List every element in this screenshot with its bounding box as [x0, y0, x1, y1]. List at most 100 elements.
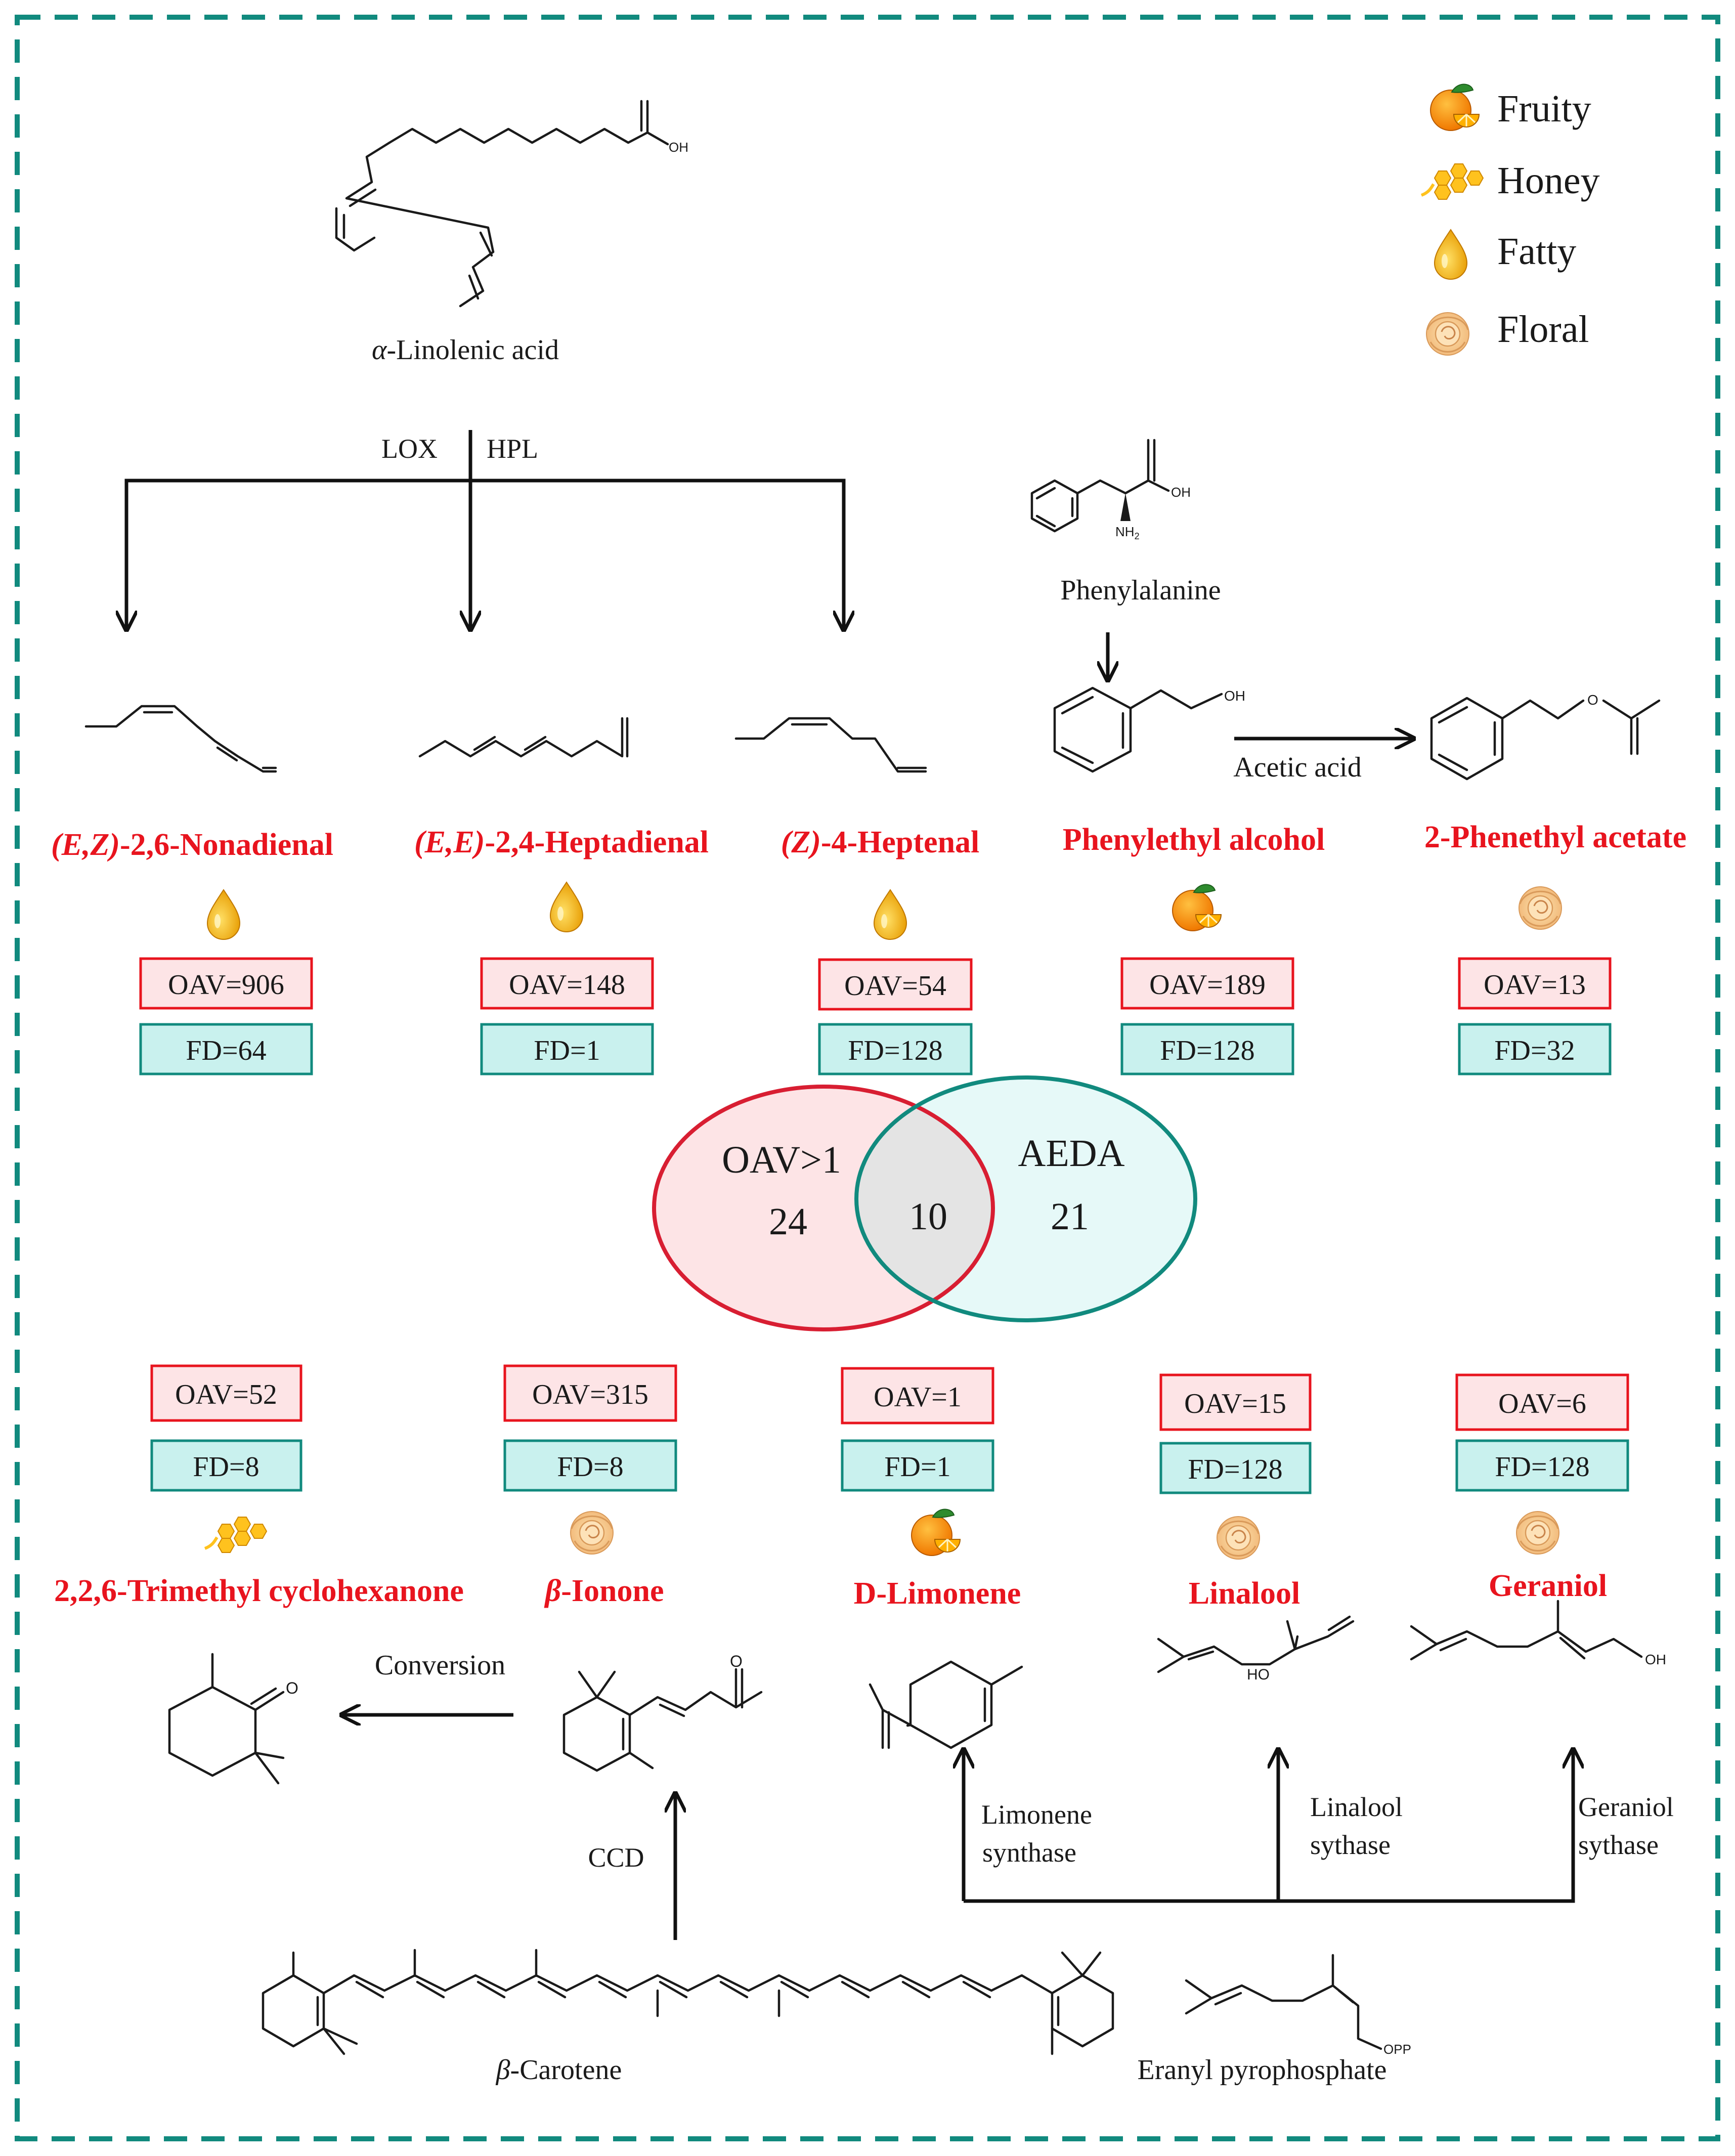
fd-box: [480, 1023, 654, 1075]
limonene-structure: [869, 1660, 1023, 1749]
venn-right-count: 21: [1051, 1195, 1089, 1238]
oav-box: [1120, 957, 1294, 1010]
oav-box: [818, 958, 973, 1011]
oav-box: [1455, 1373, 1629, 1431]
eranyl-pyrophosphate-structure: OPP: [1185, 1954, 1411, 2057]
legend-fruity: Fruity: [1497, 88, 1591, 130]
fd-box: [1120, 1023, 1294, 1075]
compound-phenethyl-acetate: 2-Phenethyl acetate: [1424, 820, 1686, 854]
fd-box: [841, 1439, 994, 1492]
compound-nonadienal: (E,Z)-2,6-Nonadienal: [51, 828, 333, 862]
oav-box: [1458, 957, 1612, 1010]
arrow-to-nonadienal: [126, 479, 470, 630]
ionone-structure: O: [562, 1652, 763, 1772]
carotene-structure: [262, 1949, 1114, 2055]
fd-box: [818, 1023, 973, 1075]
oav-heptenal: OAV=54: [844, 970, 946, 1002]
fd-heptadienal: FD=1: [534, 1035, 600, 1066]
arrow-geraniol-synthase: [964, 1749, 1573, 1903]
eranyl-opp: OPP: [1383, 2042, 1411, 2057]
fd-phenethyl-acetate: FD=32: [1494, 1035, 1575, 1066]
legend-floral: Floral: [1497, 308, 1589, 351]
oav-linalool: OAV=15: [1184, 1388, 1286, 1419]
orange-icon: [1172, 884, 1222, 932]
fd-trimethylcyclohexanone: FD=8: [193, 1451, 259, 1483]
arrow-to-heptenal: [470, 479, 844, 630]
fd-heptenal: FD=128: [848, 1035, 942, 1066]
honeycomb-icon: [1421, 164, 1483, 199]
cyclohexanone-o: O: [286, 1679, 298, 1697]
nonadienal-structure: [84, 705, 277, 773]
venn-left-label: OAV>1: [722, 1139, 841, 1181]
fd-box: [139, 1023, 313, 1075]
phenylalanine-label: Phenylalanine: [1060, 575, 1221, 606]
venn-diagram: OAV>1 24 10 AEDA 21: [652, 1075, 1197, 1331]
oav-ionone: OAV=315: [532, 1379, 648, 1410]
limonene-synthase-label-2: synthase: [982, 1837, 1076, 1868]
oav-box: [503, 1364, 677, 1422]
fd-box: [150, 1439, 302, 1492]
phenylethyl-oh: OH: [1224, 688, 1245, 704]
venn-overlap-fill: [856, 1087, 993, 1320]
fd-geraniol: FD=128: [1495, 1451, 1589, 1483]
fd-linalool: FD=128: [1188, 1454, 1282, 1485]
oav-box: [150, 1364, 302, 1422]
oav-phenylethyl: OAV=189: [1149, 969, 1266, 1001]
phenethyl-acetate-structure: O: [1430, 692, 1661, 781]
lox-label: LOX: [381, 434, 438, 464]
rose-icon: [1216, 1516, 1261, 1560]
geraniol-synthase-label-1: Geraniol: [1578, 1792, 1674, 1822]
compound-phenylethyl-alcohol: Phenylethyl alcohol: [1063, 823, 1325, 857]
compound-heptadienal: (E,E)-2,4-Heptadienal: [414, 825, 709, 859]
venn-left-circle: [652, 1085, 995, 1331]
venn-left-count: 24: [769, 1200, 807, 1243]
venn-right-circle: [854, 1075, 1197, 1322]
linalool-ho: HO: [1247, 1666, 1270, 1683]
acetate-o: O: [1587, 692, 1598, 708]
rose-icon: [1425, 312, 1470, 356]
linolenic-acid-label: α-Linolenic acid: [372, 334, 559, 366]
rose-icon: [1515, 1511, 1560, 1555]
oav-nonadienal: OAV=906: [168, 969, 284, 1001]
conversion-label: Conversion: [375, 1650, 505, 1681]
fd-ionone: FD=8: [557, 1451, 623, 1483]
honeycomb-icon: [205, 1517, 267, 1553]
oav-box: [480, 957, 654, 1010]
phenylalanine-nh2: NH2: [1115, 524, 1140, 541]
linalool-synthase-label-2: sythase: [1310, 1830, 1391, 1860]
fd-box: [1458, 1023, 1612, 1075]
top-value-boxes: OAV=906 FD=64 OAV=148 FD=1 OAV=54 FD=128…: [139, 957, 1612, 1075]
rose-icon: [1518, 886, 1563, 930]
geraniol-structure: OH: [1410, 1600, 1666, 1667]
legend-fatty: Fatty: [1497, 230, 1576, 273]
eranyl-pyrophosphate-label: Eranyl pyrophosphate: [1138, 2054, 1387, 2086]
oav-heptadienal: OAV=148: [509, 969, 625, 1001]
oil-drop-icon: [550, 882, 583, 932]
linalool-structure: HO: [1157, 1615, 1355, 1683]
geraniol-oh: OH: [1645, 1652, 1666, 1667]
compound-geraniol: Geraniol: [1489, 1569, 1607, 1603]
oav-box: [1159, 1373, 1312, 1431]
geraniol-synthase-label-2: sythase: [1578, 1830, 1659, 1860]
limonene-synthase-label-1: Limonene: [981, 1799, 1092, 1830]
orange-icon: [910, 1508, 961, 1557]
oil-drop-icon: [207, 889, 240, 940]
trimethylcyclohexanone-structure: O: [168, 1653, 298, 1785]
compound-heptenal: (Z)-4-Heptenal: [781, 825, 980, 859]
legend-honey: Honey: [1497, 159, 1600, 202]
phenylalanine-oh: OH: [1171, 485, 1191, 500]
carotene-label: β-Carotene: [496, 2054, 622, 2086]
compound-limonene: D-Limonene: [854, 1576, 1021, 1611]
oav-limonene: OAV=1: [874, 1382, 962, 1413]
heptenal-structure: [734, 717, 927, 773]
fd-box: [503, 1439, 677, 1492]
oav-box: [841, 1367, 994, 1425]
phenylalanine-structure: OH NH2: [1030, 439, 1191, 541]
oav-geraniol: OAV=6: [1498, 1388, 1586, 1419]
bottom-value-boxes: OAV=52 FD=8 OAV=315 FD=8 OAV=1 FD=1 OAV=…: [150, 1364, 1629, 1494]
fd-limonene: FD=1: [884, 1451, 950, 1483]
linolenic-acid-structure: OH: [335, 100, 688, 308]
venn-right-label: AEDA: [1018, 1132, 1124, 1175]
oav-trimethylcyclohexanone: OAV=52: [175, 1379, 277, 1410]
